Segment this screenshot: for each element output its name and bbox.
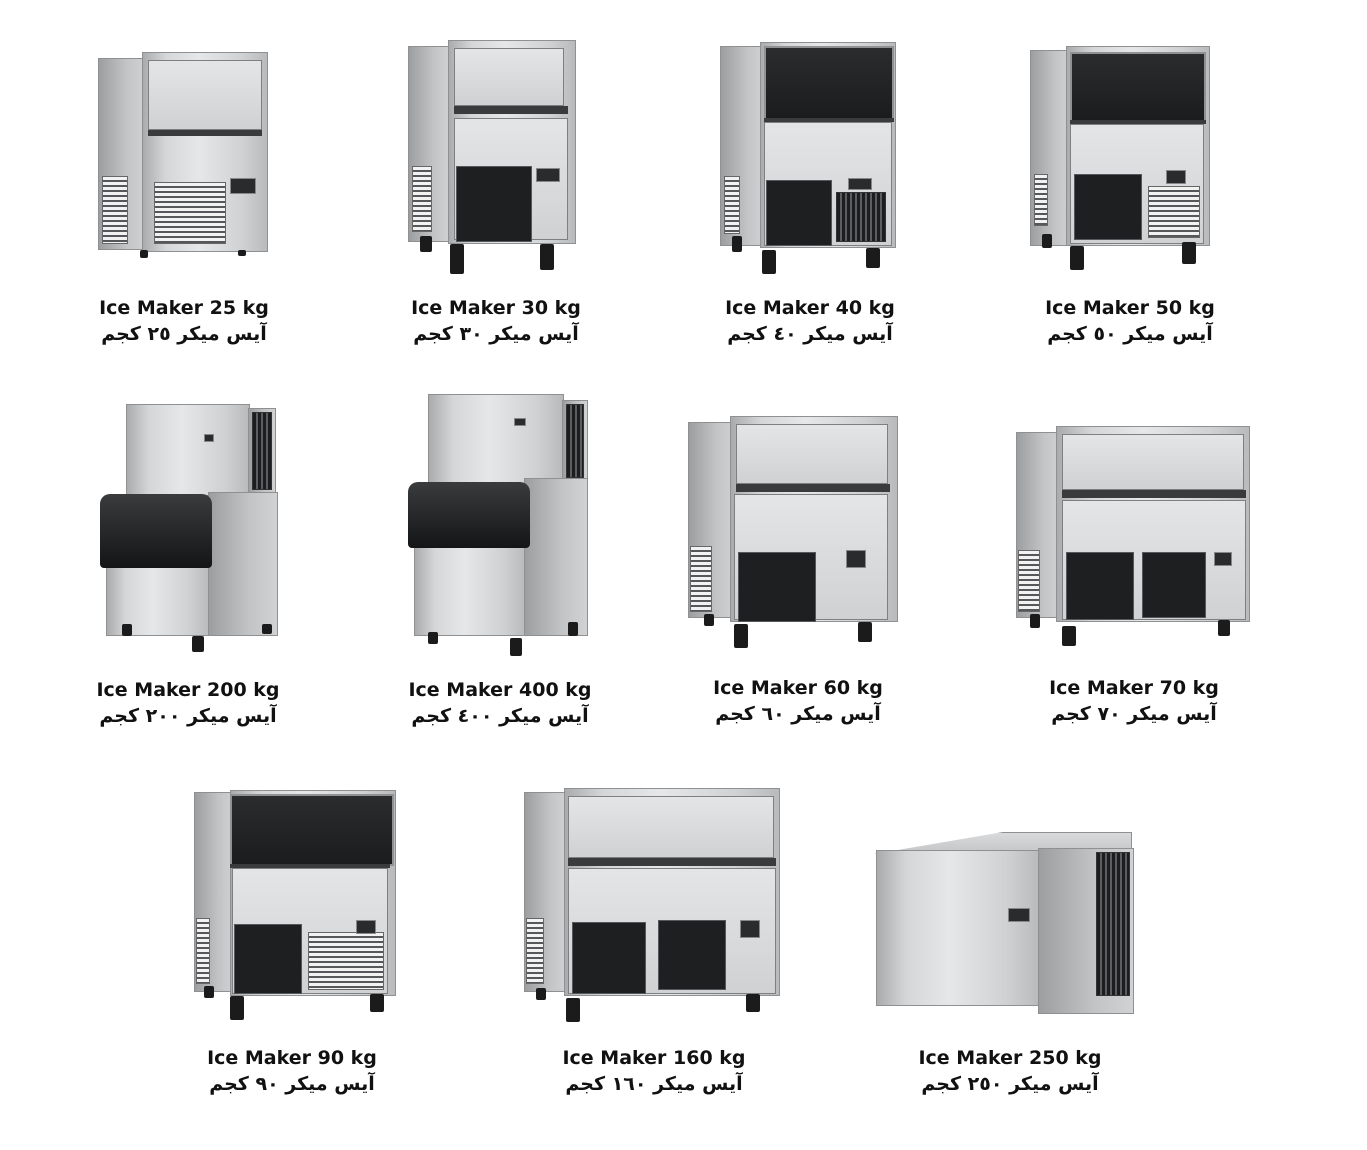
ice-maker-90kg-image <box>194 790 398 1022</box>
ice-maker-50kg-image <box>1030 46 1212 272</box>
product-name-ar: آيس ميكر ٢٠٠ كجم <box>99 705 277 727</box>
product-name-ar: آيس ميكر ٢٥٠ كجم <box>921 1073 1099 1095</box>
product-name-en: Ice Maker 160 kg <box>562 1047 746 1069</box>
product-name-en: Ice Maker 200 kg <box>96 679 280 701</box>
product-name-en: Ice Maker 90 kg <box>207 1047 377 1069</box>
product-name-ar: آيس ميكر ٢٥ كجم <box>101 323 267 345</box>
ice-maker-40kg-image <box>720 42 898 274</box>
product-name-ar: آيس ميكر ٦٠ كجم <box>715 703 881 725</box>
product-name-ar: آيس ميكر ٤٠٠ كجم <box>411 705 589 727</box>
product-name-ar: آيس ميكر ٤٠ كجم <box>727 323 893 345</box>
ice-maker-250kg-image <box>874 832 1136 1016</box>
product-name-en: Ice Maker 30 kg <box>411 297 581 319</box>
product-name-en: Ice Maker 60 kg <box>713 677 883 699</box>
product-name-en: Ice Maker 400 kg <box>408 679 592 701</box>
ice-maker-70kg-image <box>1016 426 1252 648</box>
product-name-en: Ice Maker 70 kg <box>1049 677 1219 699</box>
product-name-en: Ice Maker 25 kg <box>99 297 269 319</box>
ice-maker-160kg-image <box>524 788 782 1024</box>
ice-maker-25kg-image <box>98 52 270 262</box>
product-name-ar: آيس ميكر ٩٠ كجم <box>209 1073 375 1095</box>
product-name-ar: آيس ميكر ٣٠ كجم <box>413 323 579 345</box>
ice-maker-30kg-image <box>408 40 576 274</box>
product-name-ar: آيس ميكر ١٦٠ كجم <box>565 1073 743 1095</box>
product-name-en: Ice Maker 50 kg <box>1045 297 1215 319</box>
product-name-ar: آيس ميكر ٥٠ كجم <box>1047 323 1213 345</box>
ice-maker-60kg-image <box>688 416 900 650</box>
ice-maker-400kg-image <box>408 394 590 658</box>
ice-maker-200kg-image <box>100 404 280 652</box>
product-name-en: Ice Maker 250 kg <box>918 1047 1102 1069</box>
product-name-ar: آيس ميكر ٧٠ كجم <box>1051 703 1217 725</box>
product-name-en: Ice Maker 40 kg <box>725 297 895 319</box>
